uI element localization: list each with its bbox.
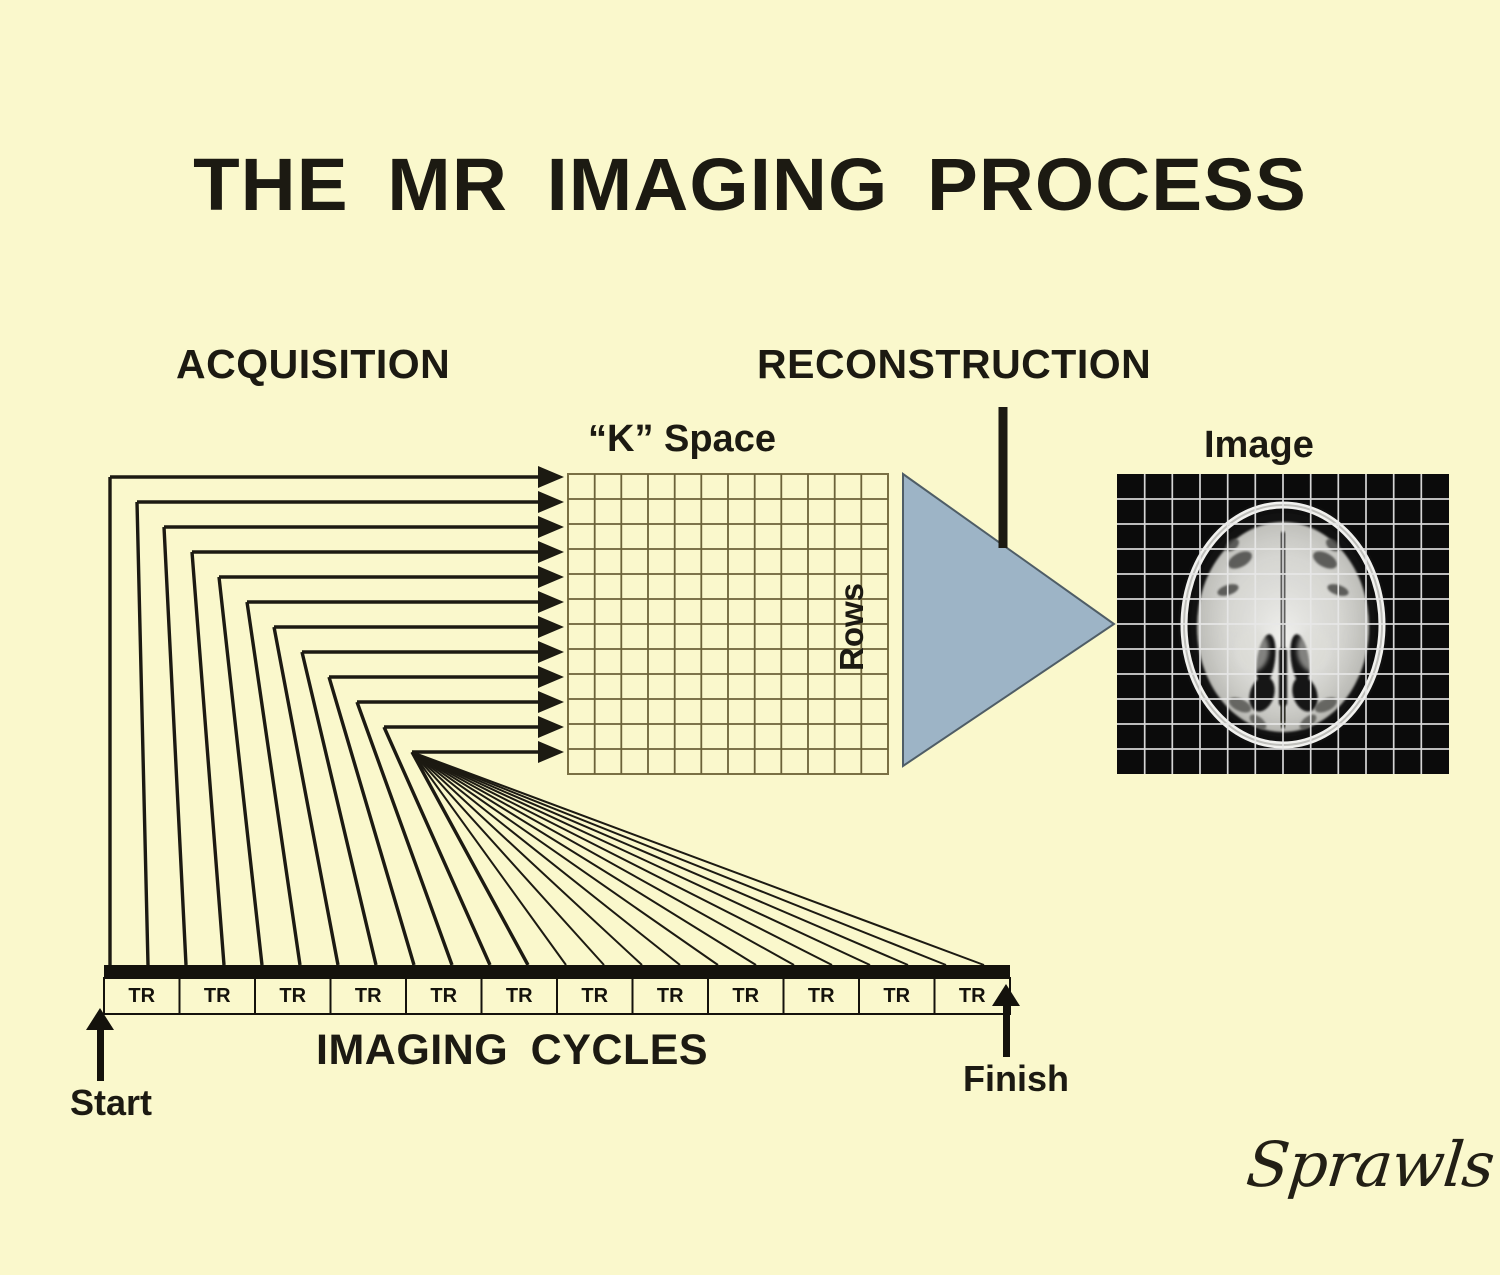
kspace-rows-axis-label: Rows bbox=[833, 582, 870, 671]
imaging-cycles-timeline bbox=[86, 965, 1020, 1081]
tr-cell: TR bbox=[279, 985, 307, 1007]
tr-cell: TR bbox=[807, 985, 835, 1007]
acquisition-arrowheads bbox=[538, 466, 564, 763]
tr-cell: TR bbox=[128, 985, 156, 1007]
image-panel bbox=[1117, 474, 1449, 774]
reconstruction-triangle-icon bbox=[902, 472, 1116, 768]
tr-cell: TR bbox=[958, 985, 986, 1007]
start-label: Start bbox=[70, 1082, 153, 1123]
tr-cell: TR bbox=[581, 985, 609, 1007]
page-title: THE MR IMAGING PROCESS bbox=[193, 143, 1307, 226]
kspace-label: “K” Space bbox=[588, 418, 776, 460]
tr-cell: TR bbox=[883, 985, 911, 1007]
tr-cell: TR bbox=[354, 985, 382, 1007]
acquisition-trajectory-tails bbox=[411, 751, 985, 966]
tr-cell: TR bbox=[505, 985, 533, 1007]
acquisition-section-label: ACQUISITION bbox=[176, 341, 451, 387]
tr-cell: TR bbox=[430, 985, 458, 1007]
tr-cell: TR bbox=[656, 985, 684, 1007]
tr-cell: TR bbox=[203, 985, 231, 1007]
sprawls-signature: Sprawls bbox=[1243, 1128, 1498, 1201]
image-grid-overlay bbox=[1117, 474, 1449, 774]
finish-label: Finish bbox=[963, 1058, 1069, 1099]
tr-cell: TR bbox=[732, 985, 760, 1007]
start-arrow-icon bbox=[86, 1008, 114, 1081]
reconstruction-section-label: RECONSTRUCTION bbox=[757, 341, 1152, 387]
imaging-cycles-label: IMAGING CYCLES bbox=[316, 1026, 709, 1074]
kspace-grid bbox=[567, 473, 889, 775]
acquisition-trajectories bbox=[108, 475, 540, 966]
finish-arrow-icon bbox=[992, 984, 1020, 1057]
image-panel-label: Image bbox=[1204, 424, 1314, 466]
